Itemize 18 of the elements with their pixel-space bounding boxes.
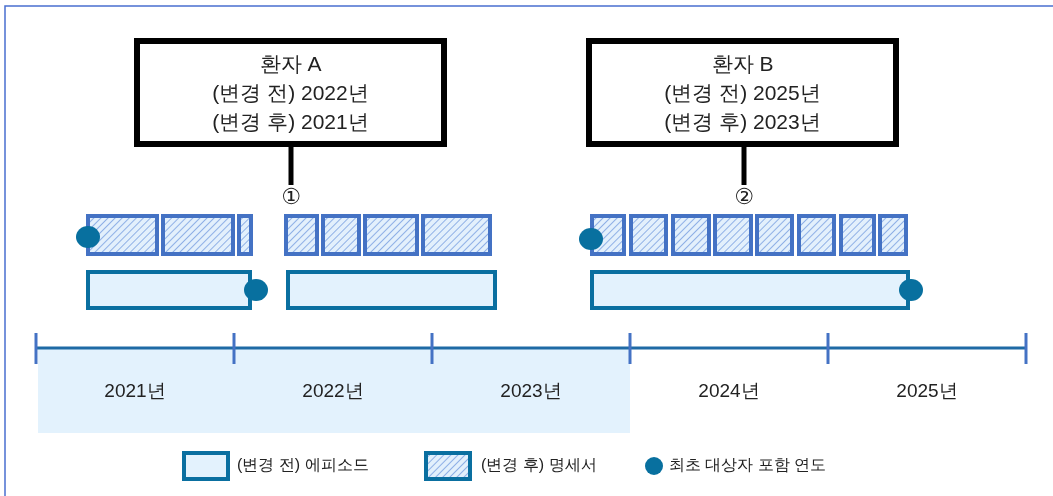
patient-box [586, 38, 899, 147]
legend-label: (변경 후) 명세서 [481, 455, 597, 475]
year-label: 2025년 [896, 379, 958, 403]
legend-label: 최초 대상자 포함 연도 [669, 455, 827, 475]
leader-line [741, 147, 747, 185]
year-label: 2023년 [500, 379, 562, 403]
year-label: 2021년 [104, 379, 166, 403]
legend-label: (변경 전) 에피소드 [237, 455, 369, 475]
patient-name: 환자 A [259, 51, 322, 77]
year-note: (변경 후) 2023년 [664, 109, 821, 135]
patient-name: 환자 B [711, 51, 774, 77]
leader-line [288, 147, 294, 185]
year-label: 2022년 [302, 379, 364, 403]
year-note: (변경 전) 2025년 [664, 80, 821, 106]
patient-box [134, 38, 447, 147]
year-label: 2024년 [698, 379, 760, 403]
year-note: (변경 전) 2022년 [212, 80, 369, 106]
year-note: (변경 후) 2021년 [212, 109, 369, 135]
